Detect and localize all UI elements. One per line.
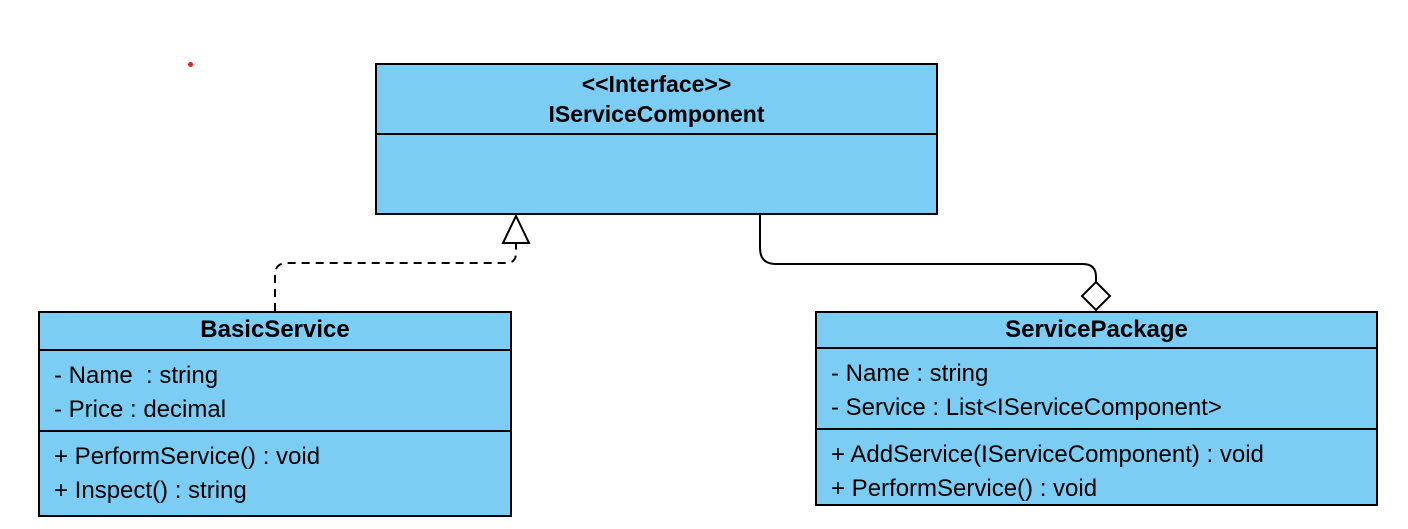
basicservice-name: BasicService: [200, 316, 350, 343]
aggregation-diamond: [1080, 280, 1112, 312]
servicepackage-name: ServicePackage: [1005, 316, 1188, 343]
realization-arrowhead: [501, 213, 531, 244]
method-row: + PerformService() : void: [831, 475, 1098, 502]
interface-name: IServiceComponent: [548, 101, 765, 127]
realization-connector: [274, 244, 517, 311]
interface-iservicecomponent[interactable]: <<Interface>> IServiceComponent: [375, 63, 938, 215]
servicepackage-header: ServicePackage: [817, 313, 1376, 349]
interface-header: <<Interface>> IServiceComponent: [377, 65, 936, 135]
basicservice-methods: + PerformService() : void + Inspect() : …: [40, 432, 510, 515]
method-row: + Inspect() : string: [54, 477, 247, 504]
class-basicservice[interactable]: BasicService - Name : string - Price : d…: [38, 311, 512, 517]
servicepackage-methods: + AddService(IServiceComponent) : void +…: [817, 430, 1376, 512]
attribute-row: - Name : string: [54, 362, 219, 389]
basicservice-attributes: - Name : string - Price : decimal: [40, 351, 510, 432]
class-servicepackage[interactable]: ServicePackage - Name : string - Service…: [815, 311, 1378, 506]
attribute-row: - Price : decimal: [54, 396, 227, 423]
method-row: + PerformService() : void: [54, 443, 321, 470]
attribute-row: - Service : List<IServiceComponent>: [831, 394, 1222, 421]
interface-stereotype: <<Interface>>: [581, 71, 732, 97]
interface-body: [377, 135, 936, 213]
method-row: + AddService(IServiceComponent) : void: [831, 441, 1264, 468]
aggregation-connector: [759, 215, 1097, 282]
attribute-row: - Name : string: [831, 360, 989, 387]
basicservice-header: BasicService: [40, 313, 510, 351]
servicepackage-attributes: - Name : string - Service : List<IServic…: [817, 349, 1376, 430]
red-dot-marker: [188, 62, 193, 67]
